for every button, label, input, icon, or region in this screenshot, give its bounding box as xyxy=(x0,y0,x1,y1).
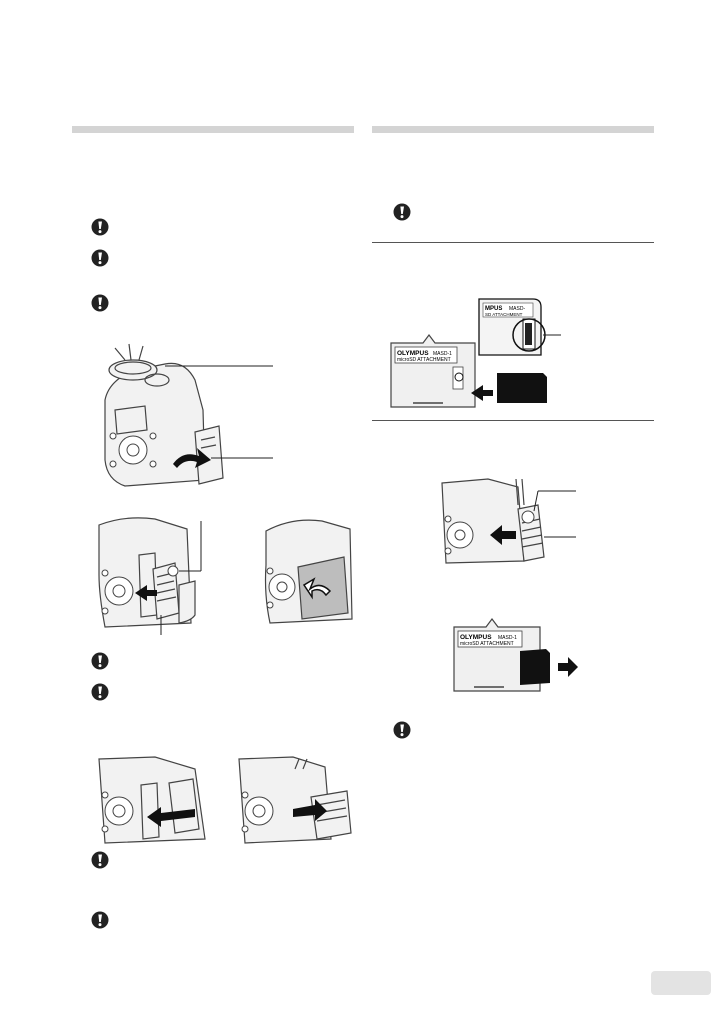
caution-icon xyxy=(91,218,109,236)
caution-icon xyxy=(91,911,109,929)
microsd-adapter-insert-illustration: OLYMPUS MASD-1 microSD ATTACHMENT MPUS M… xyxy=(383,297,583,412)
right-section-header-bar xyxy=(372,126,654,133)
adapter-model-label-2: MASD-1 xyxy=(498,635,517,641)
adapter-product-label-2: microSD ATTACHMENT xyxy=(460,641,514,647)
page-number-tab xyxy=(651,971,711,995)
insert-adapter-illustration xyxy=(438,475,578,570)
caution-icon xyxy=(393,721,411,739)
left-section-header-bar xyxy=(72,126,354,133)
close-cover-illustration xyxy=(262,515,357,625)
right-divider-2 xyxy=(372,420,654,421)
caution-icon xyxy=(91,249,109,267)
adapter-brand-label: OLYMPUS xyxy=(397,350,429,357)
caution-icon xyxy=(91,851,109,869)
adapter-product-label: microSD ATTACHMENT xyxy=(397,357,451,363)
inset-product-label: SD ATTACHMENT xyxy=(485,312,523,317)
caution-icon xyxy=(91,294,109,312)
adapter-brand-label-2: OLYMPUS xyxy=(460,634,492,641)
inset-brand-label: MPUS xyxy=(485,306,502,312)
caution-icon xyxy=(91,683,109,701)
inset-model-label: MASD- xyxy=(509,306,525,312)
remove-card-illustration xyxy=(235,755,355,845)
insert-card-illustration xyxy=(95,515,220,635)
adapter-model-label: MASD-1 xyxy=(433,351,452,357)
right-divider-1 xyxy=(372,242,654,243)
caution-icon xyxy=(91,652,109,670)
caution-icon xyxy=(393,203,411,221)
remove-microsd-illustration: OLYMPUS MASD-1 microSD ATTACHMENT xyxy=(450,615,580,695)
push-card-illustration xyxy=(95,755,213,845)
camera-open-cover-illustration xyxy=(95,340,275,490)
